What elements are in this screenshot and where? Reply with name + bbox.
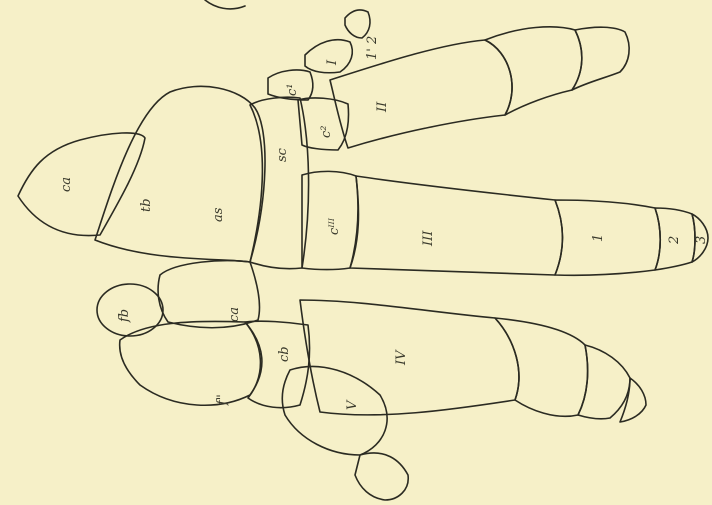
label-digit-3-phalanx-2: 2 bbox=[667, 236, 682, 245]
label-digit-1: I bbox=[325, 59, 340, 66]
label-tarsal-ca: ca bbox=[227, 307, 242, 322]
label-digit-5: V bbox=[345, 399, 360, 410]
label-fibula: fb bbox=[117, 309, 132, 323]
label-digit-3-phalanx-3: 3 bbox=[694, 236, 709, 244]
label-cuboid: cb bbox=[277, 346, 292, 362]
label-calcaneus: ca bbox=[59, 177, 74, 192]
label-c3: cᴵᴵᴵ bbox=[327, 217, 342, 235]
label-c2: c² bbox=[319, 126, 334, 139]
label-digit-3: III bbox=[421, 230, 436, 247]
label-digit-3-phalanx-1: 1 bbox=[591, 234, 606, 242]
label-fragment: f" bbox=[215, 394, 230, 406]
label-digit-2: II bbox=[375, 101, 390, 113]
label-astragalus: as bbox=[211, 207, 226, 222]
label-digit-4: IV bbox=[394, 349, 409, 366]
label-c1: c¹ bbox=[285, 84, 300, 97]
label-tibia: tb bbox=[139, 198, 154, 212]
label-scaphoid: sc bbox=[275, 147, 290, 162]
label-digit-1-phalanx: 1' 2 bbox=[365, 36, 380, 60]
